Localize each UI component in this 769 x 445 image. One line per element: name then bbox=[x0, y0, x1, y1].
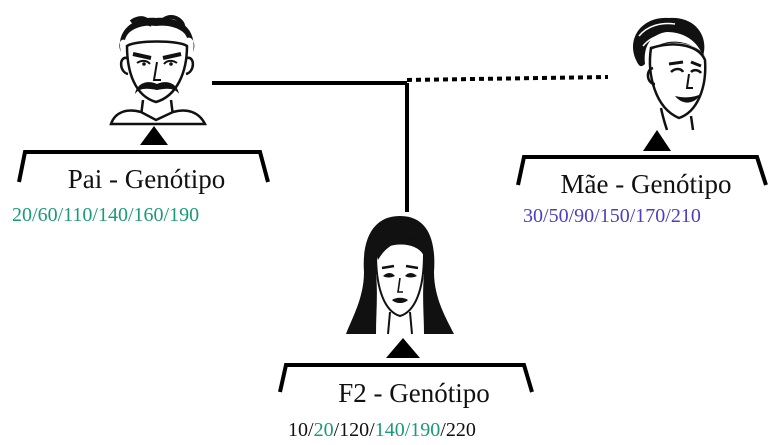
young-woman-portrait-icon bbox=[346, 216, 454, 335]
parent-dotted-link bbox=[406, 75, 609, 82]
allele-separator: / bbox=[440, 419, 446, 441]
allele-separator: / bbox=[333, 419, 340, 441]
child-pointer-triangle bbox=[386, 338, 420, 358]
allele-separator: / bbox=[92, 204, 98, 226]
allele-value: 50 bbox=[548, 205, 569, 227]
allele-value: 190 bbox=[169, 204, 200, 226]
allele-value: 30 bbox=[523, 205, 543, 227]
allele-separator: / bbox=[543, 205, 549, 227]
child-label-bracket bbox=[278, 363, 534, 393]
woman-portrait-icon bbox=[632, 17, 707, 131]
child-genotype-values: 10/20/120/140/190/220 bbox=[288, 420, 476, 440]
allele-separator: / bbox=[127, 204, 134, 226]
allele-separator: / bbox=[594, 205, 600, 227]
allele-value: 220 bbox=[445, 419, 476, 441]
allele-separator: / bbox=[568, 205, 575, 227]
father-pointer-triangle bbox=[140, 126, 168, 145]
allele-value: 150 bbox=[599, 205, 630, 227]
allele-separator: / bbox=[665, 205, 671, 227]
child-genotype-label: F2 - Genótipo bbox=[338, 378, 490, 408]
allele-separator: / bbox=[57, 204, 64, 226]
mother-genotype-label: Mãe - Genótipo bbox=[560, 169, 732, 199]
mother-label-bracket bbox=[516, 155, 768, 186]
allele-value: 10 bbox=[288, 419, 308, 441]
man-portrait-icon bbox=[109, 15, 208, 126]
allele-value: 190 bbox=[410, 419, 441, 441]
allele-value: 110 bbox=[63, 204, 93, 226]
allele-value: 140 bbox=[97, 204, 128, 226]
allele-value: 120 bbox=[339, 419, 370, 441]
allele-value: 140 bbox=[374, 419, 405, 441]
allele-separator: / bbox=[163, 204, 170, 226]
allele-value: 20 bbox=[313, 419, 334, 441]
mother-pointer-triangle bbox=[643, 130, 671, 151]
allele-separator: / bbox=[404, 419, 411, 441]
father-genotype-values: 20/60/110/140/160/190 bbox=[12, 205, 199, 225]
allele-separator: / bbox=[32, 204, 38, 226]
father-genotype-label: Pai - Genótipo bbox=[67, 164, 226, 194]
allele-value: 170 bbox=[635, 205, 666, 227]
allele-value: 90 bbox=[574, 205, 595, 227]
allele-separator: / bbox=[308, 419, 314, 441]
allele-value: 160 bbox=[133, 204, 164, 226]
allele-value: 60 bbox=[37, 204, 58, 226]
father-label-bracket bbox=[17, 150, 270, 183]
allele-separator: / bbox=[369, 419, 375, 441]
allele-value: 210 bbox=[670, 205, 701, 227]
mother-genotype-values: 30/50/90/150/170/210 bbox=[523, 206, 701, 226]
allele-separator: / bbox=[629, 205, 636, 227]
allele-value: 20 bbox=[12, 204, 32, 226]
